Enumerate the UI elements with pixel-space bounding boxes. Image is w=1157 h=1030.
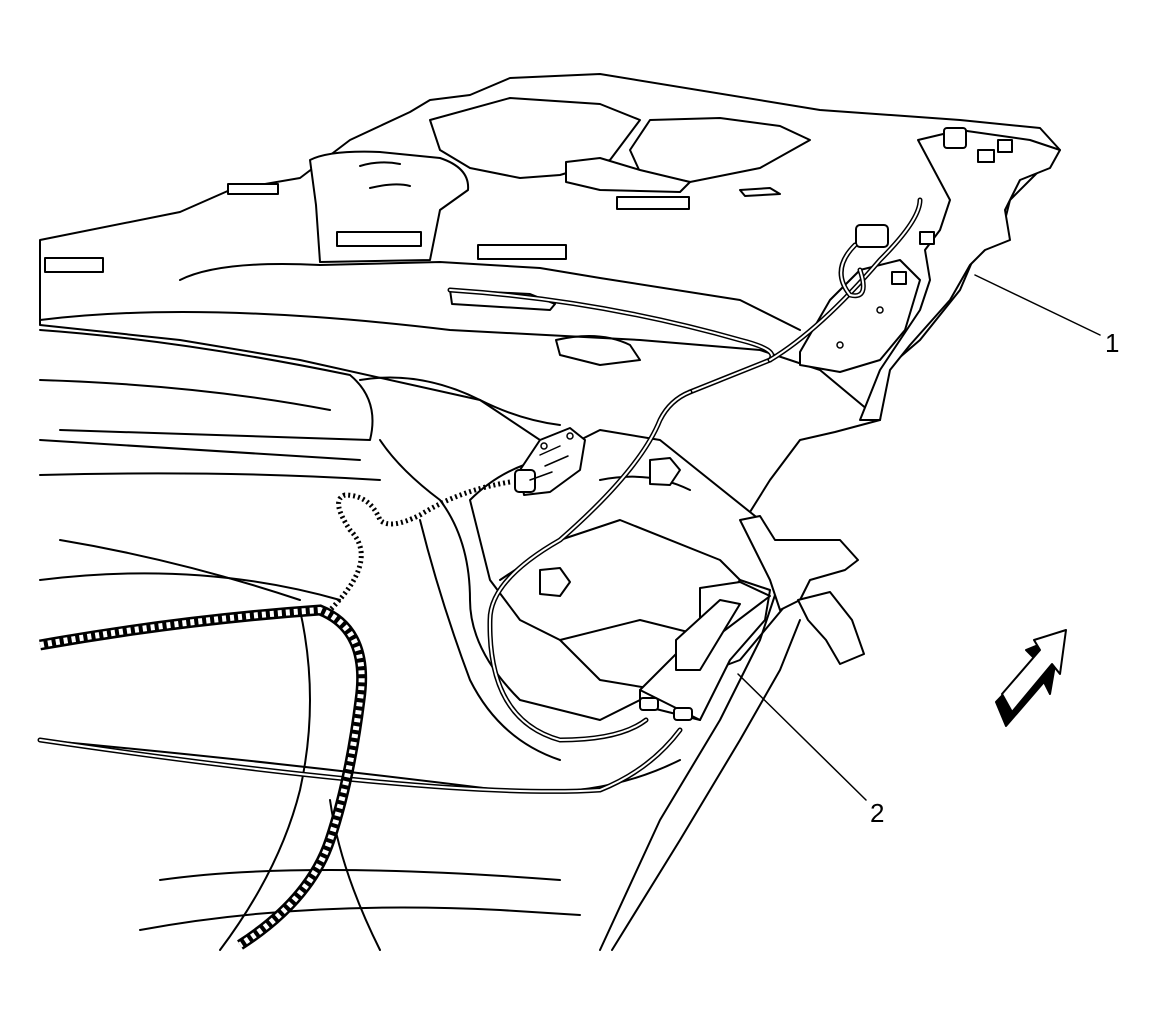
lamp-socket-assembly: [514, 427, 586, 496]
right-side-bracket: [799, 127, 1061, 421]
forward-direction-arrow-icon: [995, 629, 1067, 727]
rear-shelf-panel: [39, 73, 1061, 541]
callout-2-label: 2: [870, 798, 884, 828]
wiring-harness: [37, 197, 923, 950]
control-module-with-bracket: [639, 515, 865, 721]
leader-lines: [737, 274, 1101, 801]
leader-line-2: [737, 673, 867, 801]
leader-line-1: [974, 274, 1101, 336]
callout-1-label: 1: [1105, 328, 1119, 358]
